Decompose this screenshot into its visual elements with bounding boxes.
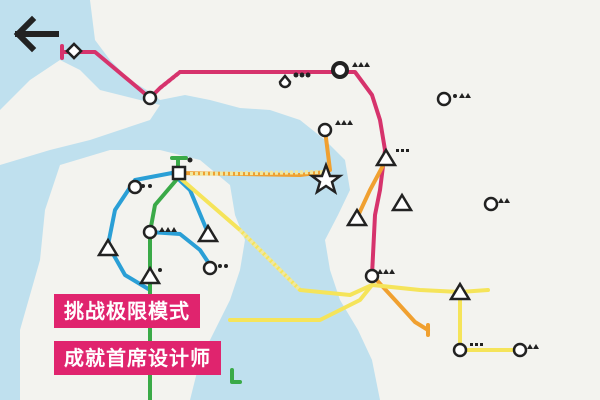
station-square <box>171 165 187 181</box>
station-interchange <box>331 61 349 79</box>
back-arrow-icon <box>13 15 59 53</box>
back-button[interactable] <box>10 14 62 54</box>
station-circle <box>512 342 528 358</box>
station-triangle <box>138 265 162 285</box>
station-circle <box>317 122 333 138</box>
station-star <box>308 161 344 195</box>
station-circle <box>364 268 380 284</box>
station-circle <box>483 196 499 212</box>
station-circle <box>436 91 452 107</box>
station-triangle <box>196 223 220 243</box>
station-circle <box>142 90 158 106</box>
promo-banner-designer: 成就首席设计师 <box>54 341 221 375</box>
station-triangle <box>390 192 414 212</box>
station-circle <box>452 342 468 358</box>
stations <box>65 42 528 358</box>
promo-banner-challenge: 挑战极限模式 <box>54 294 200 328</box>
station-diamond <box>65 42 83 60</box>
station-triangle <box>96 237 120 257</box>
station-triangle <box>374 147 398 167</box>
station-drop <box>278 74 292 89</box>
station-circle <box>202 260 218 276</box>
passengers <box>114 62 539 349</box>
yellow-line-tunnel <box>189 170 326 292</box>
red-line-tunnel <box>158 70 270 90</box>
station-circle <box>127 179 143 195</box>
station-triangle <box>448 281 472 301</box>
yellow-line <box>178 176 522 352</box>
station-circle <box>142 224 158 240</box>
station-triangle <box>345 207 369 227</box>
